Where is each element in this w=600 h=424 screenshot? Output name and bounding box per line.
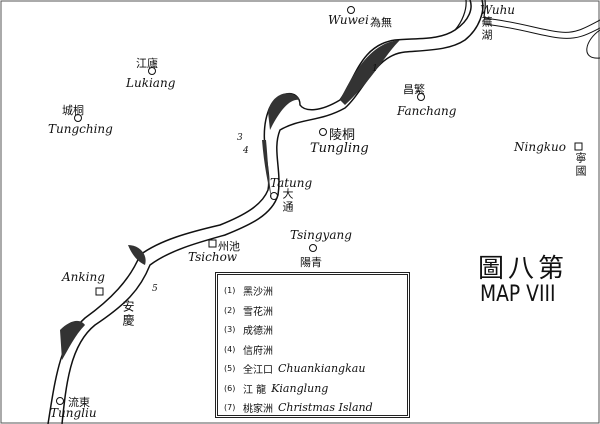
legend-cn: 信府洲: [243, 345, 273, 357]
island-number-3: 3: [237, 133, 243, 143]
island-number-4: 4: [243, 146, 249, 156]
tungliu-label: Tungliu: [50, 406, 97, 420]
lukiang-cn-label: 江廬: [136, 57, 158, 70]
legend-number: (1): [224, 286, 236, 296]
wuhu-river: [483, 17, 600, 39]
tsichow-marker: [208, 239, 217, 248]
anking-marker: [95, 287, 104, 296]
island-2: [268, 93, 300, 130]
legend-number: (2): [224, 305, 236, 315]
map-title-chinese: 圖八第: [478, 254, 569, 284]
legend-en: Chuankiangkau: [278, 362, 366, 376]
legend-row: (7) 桃家洲 Christmas Island: [224, 398, 401, 418]
fanchang-cn-label: 昌繁: [403, 83, 425, 96]
yangtze-river-north-bank: [47, 0, 472, 424]
lukiang-marker: [148, 67, 156, 75]
legend-row: (5) 全江口 Chuankiangkau: [224, 359, 401, 379]
tungling-cn-label: 陵桐: [329, 128, 356, 143]
yangtze-river-south-bank: [61, 0, 484, 424]
island-1: [340, 40, 400, 105]
legend-en: Christmas Island: [278, 401, 373, 415]
legend-row: (2) 雪花洲: [224, 301, 401, 321]
island-number-5: 5: [152, 284, 158, 294]
tsingyang-marker: [309, 244, 317, 252]
map-title: MAP VIII: [480, 282, 556, 307]
wuwei-cn-label: 為無: [370, 16, 392, 29]
tatung-cn-label: 大通: [281, 188, 294, 214]
anking-label: Anking: [62, 270, 105, 284]
legend-cn: 雪花洲: [243, 306, 273, 318]
legend-number: (7): [224, 403, 236, 413]
legend-en: Kianglung: [271, 381, 329, 395]
tungching-label: Tungching: [48, 122, 113, 136]
tsichow-cn-label: 州池: [218, 240, 240, 253]
tatung-label: Tatung: [270, 176, 313, 190]
legend-cn: 江 龍: [243, 384, 267, 396]
ningkuo-marker: [574, 142, 583, 151]
tsichow-label: Tsichow: [188, 250, 238, 264]
legend-cn: 桃家洲: [243, 404, 273, 416]
legend-cn: 全江口: [243, 365, 273, 377]
wuwei-marker: [347, 6, 355, 14]
coastline-east: [586, 29, 600, 59]
town-markers: [56, 6, 583, 405]
tsingyang-label: Tsingyang: [290, 228, 352, 242]
tatung-marker: [270, 192, 278, 200]
wuhu-cn-label: 蕪湖: [480, 16, 493, 42]
fanchang-label: Fanchang: [397, 104, 457, 118]
wuwei-label: Wuwei: [328, 13, 369, 27]
tungliu-marker: [56, 397, 64, 405]
legend-number: (3): [224, 325, 236, 335]
legend-row: (4) 信府洲: [224, 340, 401, 360]
legend-cn: 黑沙洲: [243, 287, 273, 299]
legend-cn: 成德洲: [243, 326, 273, 338]
legend-row: (1) 黑沙洲: [224, 281, 401, 301]
legend-row: (6) 江 龍 Kianglung: [224, 379, 401, 399]
tungling-label: Tungling: [310, 141, 369, 156]
tsingyang-cn-label: 陽青: [300, 256, 322, 269]
tungching-cn-label: 城桐: [62, 104, 84, 117]
ningkuo-cn-label: 寧國: [574, 152, 587, 178]
fanchang-marker: [417, 93, 425, 101]
wuhu-label: Wuhu: [480, 3, 516, 17]
island-7: [60, 320, 85, 360]
lukiang-label: Lukiang: [126, 76, 176, 90]
tungling-marker: [319, 128, 327, 136]
legend: (1) 黑沙洲 (2) 雪花洲 (3) 成德洲 (4) 信府洲 (5) 全江口 Chuank…: [215, 272, 410, 418]
legend-number: (6): [224, 383, 236, 393]
tungliu-cn-label: 流東: [68, 396, 90, 409]
wuhu-north-bank: [454, 0, 486, 31]
island-number-1: 1: [372, 64, 378, 74]
ningkuo-label: Ningkuo: [514, 140, 566, 154]
anking-cn-label: 安慶: [121, 300, 135, 328]
tungching-marker: [74, 114, 82, 122]
legend-number: (5): [224, 364, 236, 374]
legend-number: (4): [224, 344, 236, 354]
island-3: [262, 140, 272, 200]
island-5: [128, 245, 146, 265]
legend-row: (3) 成德洲: [224, 320, 401, 340]
